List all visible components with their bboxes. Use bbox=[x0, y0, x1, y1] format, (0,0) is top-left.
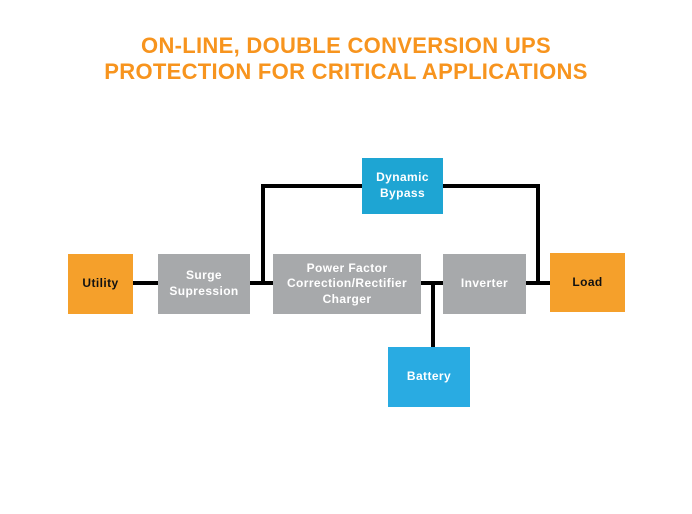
node-dynamic-bypass: Dynamic Bypass bbox=[362, 158, 443, 214]
surge-label-line-1: Surge bbox=[185, 268, 222, 283]
pfc-label-line-1: Power Factor bbox=[306, 260, 388, 275]
edge-utility-surge bbox=[133, 281, 158, 285]
node-surge-supression: Surge Supression bbox=[158, 254, 250, 314]
pfc-label-line-3: Charger bbox=[322, 291, 372, 306]
load-label: Load bbox=[572, 274, 603, 289]
edge-bypass-vertical-left bbox=[261, 184, 265, 285]
diagram-title: ON-LINE, DOUBLE CONVERSION UPS PROTECTIO… bbox=[0, 33, 692, 85]
node-power-factor-correction-rectifier-charger: Power Factor Correction/Rectifier Charge… bbox=[273, 254, 421, 314]
node-battery: Battery bbox=[388, 347, 470, 407]
edge-battery-vertical bbox=[431, 283, 435, 347]
edge-bypass-vertical-right bbox=[536, 184, 540, 285]
surge-label-line-2: Supression bbox=[169, 284, 239, 298]
node-inverter: Inverter bbox=[443, 254, 526, 314]
title-line-2: PROTECTION FOR CRITICAL APPLICATIONS bbox=[104, 58, 588, 84]
inverter-label: Inverter bbox=[460, 276, 509, 291]
battery-label: Battery bbox=[406, 369, 452, 384]
title-line-1: ON-LINE, DOUBLE CONVERSION UPS bbox=[141, 33, 551, 58]
node-load: Load bbox=[550, 253, 625, 312]
utility-label: Utility bbox=[82, 276, 119, 291]
pfc-label-line-2: Correction/Rectifier bbox=[286, 276, 408, 291]
dynamic-bypass-label-line-2: Bypass bbox=[379, 186, 426, 200]
dynamic-bypass-label-line-1: Dynamic bbox=[376, 170, 429, 185]
node-utility: Utility bbox=[68, 254, 133, 314]
